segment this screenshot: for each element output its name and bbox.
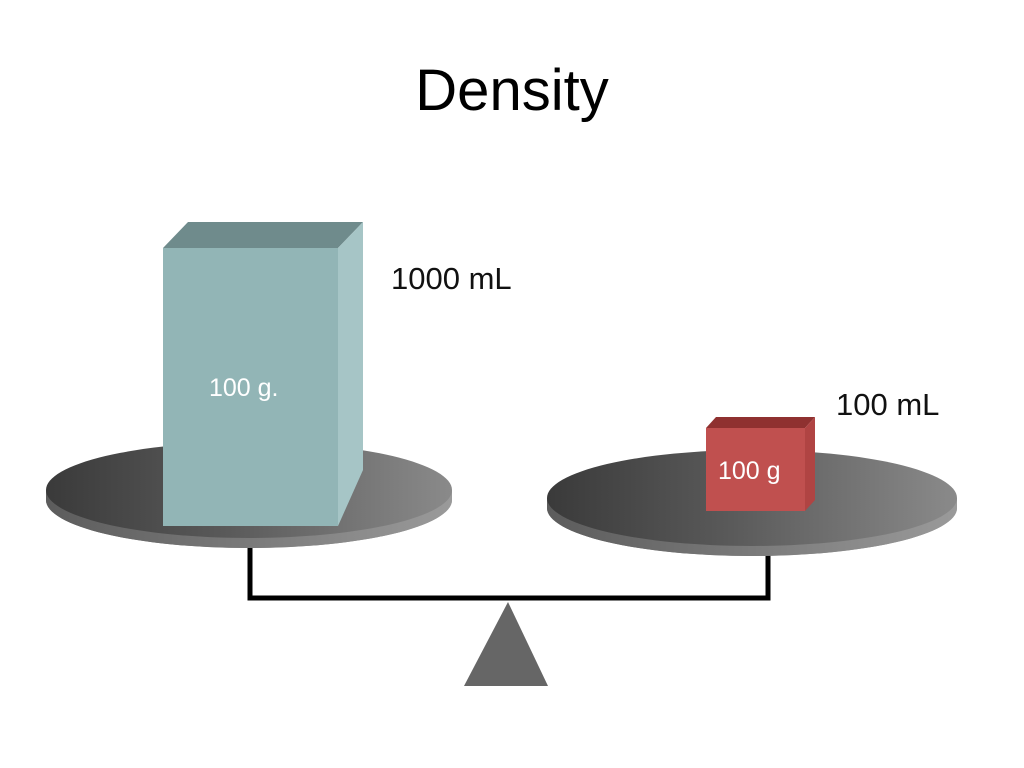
small-block-mass-label: 100 g — [718, 457, 781, 485]
small-block-volume-label: 100 mL — [836, 387, 940, 422]
large-block — [163, 222, 363, 526]
slide-title: Density — [415, 58, 609, 123]
large-block-volume-label: 1000 mL — [391, 261, 512, 296]
balance-beam — [247, 548, 771, 601]
fulcrum — [464, 602, 548, 686]
large-block-mass-label: 100 g. — [209, 374, 279, 402]
small-block — [706, 417, 815, 511]
